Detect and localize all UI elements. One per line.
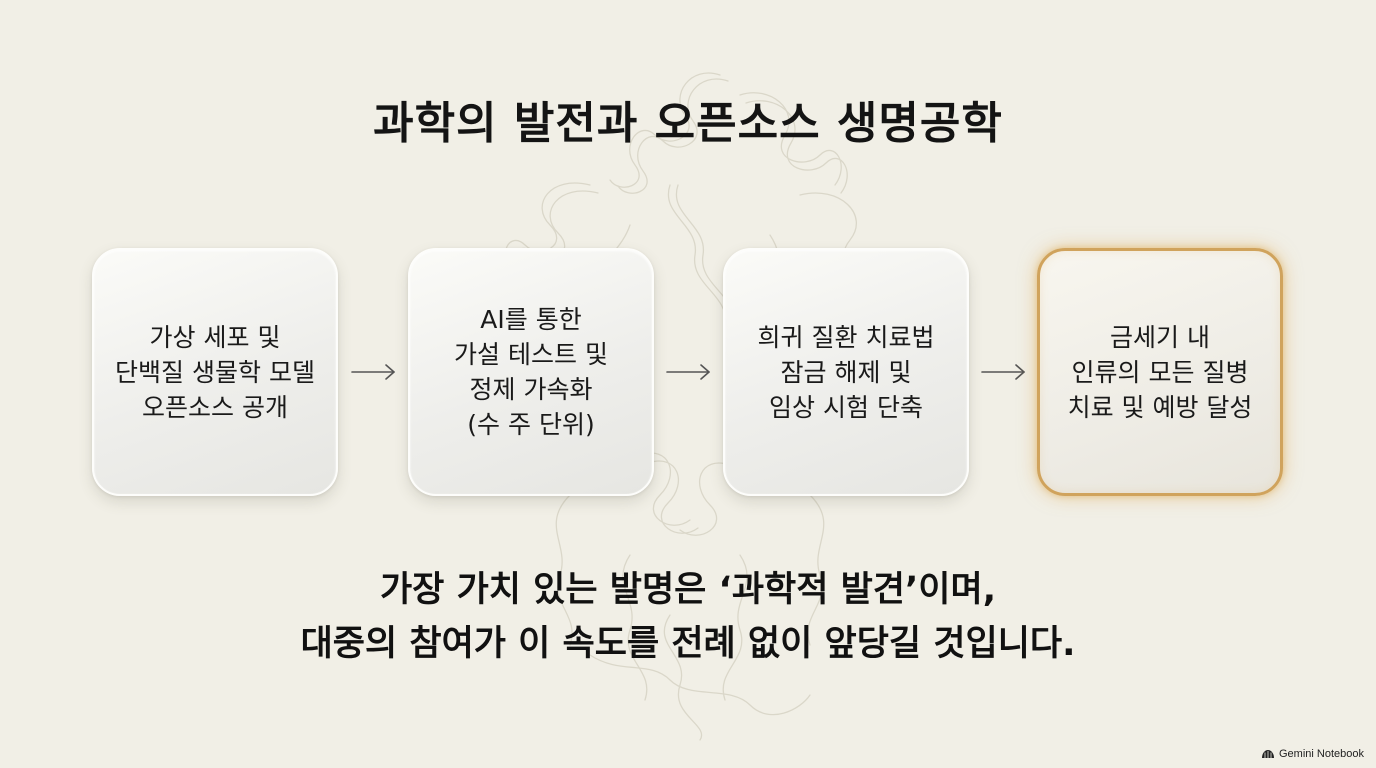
step-card-3: 희귀 질환 치료법 잠금 해제 및 임상 시험 단축 — [723, 248, 969, 496]
branding-label: Gemini Notebook — [1279, 748, 1364, 760]
step-card-4-highlighted: 금세기 내 인류의 모든 질병 치료 및 예방 달성 — [1037, 248, 1283, 496]
step-card-2-text: AI를 통한 가설 테스트 및 정제 가속화 (수 주 단위) — [454, 305, 608, 439]
closing-statement-line-1: 가장 가치 있는 발명은 ‘과학적 발견’이며, — [379, 570, 996, 610]
step-card-1-text: 가상 세포 및 단백질 생물학 모델 오픈소스 공개 — [115, 322, 315, 422]
branding: Gemini Notebook — [1261, 748, 1364, 760]
step-card-1: 가상 세포 및 단백질 생물학 모델 오픈소스 공개 — [92, 248, 338, 496]
gemini-notebook-logo-icon — [1262, 750, 1274, 758]
arrow-right-icon — [351, 364, 395, 380]
slide-title: 과학의 발전과 오픈소스 생명공학 — [373, 98, 1003, 149]
step-card-4-text: 금세기 내 인류의 모든 질병 치료 및 예방 달성 — [1067, 322, 1253, 422]
step-card-3-text: 희귀 질환 치료법 잠금 해제 및 임상 시험 단축 — [757, 322, 935, 422]
arrow-right-icon — [666, 364, 710, 380]
arrow-right-icon — [981, 364, 1025, 380]
closing-statement-line-2: 대중의 참여가 이 속도를 전례 없이 앞당길 것입니다. — [300, 624, 1076, 664]
step-card-2: AI를 통한 가설 테스트 및 정제 가속화 (수 주 단위) — [408, 248, 654, 496]
